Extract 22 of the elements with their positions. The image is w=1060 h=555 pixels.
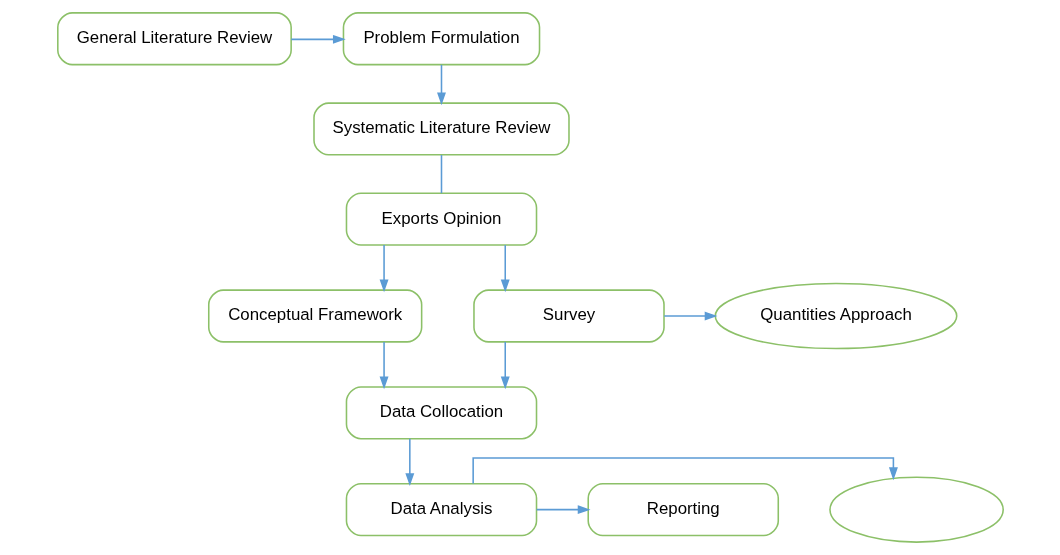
node-box: Survey [472,289,665,343]
node-box: Systematic Literature Review [312,102,570,156]
arrow [500,341,510,390]
arrow [289,34,346,44]
arrow [379,341,389,390]
arrow [379,244,389,293]
arrow [404,438,414,486]
arrow [471,457,898,485]
node-box: Reporting [586,483,779,537]
arrow [663,311,717,321]
node-box: Exports Opinion [345,192,537,246]
node-box: Conceptual Framework [207,289,422,343]
node-box: Data Analysis [345,483,537,537]
arrow [436,64,446,106]
arrow [535,505,590,515]
node-ellipse [828,476,1004,543]
connector [440,154,442,194]
node-box: Data Collocation [345,386,537,440]
arrow [500,244,510,293]
node-box: Problem Formulation [342,12,540,66]
node-ellipse: Quantities Approach [714,282,957,350]
node-box: General Literature Review [56,12,292,66]
